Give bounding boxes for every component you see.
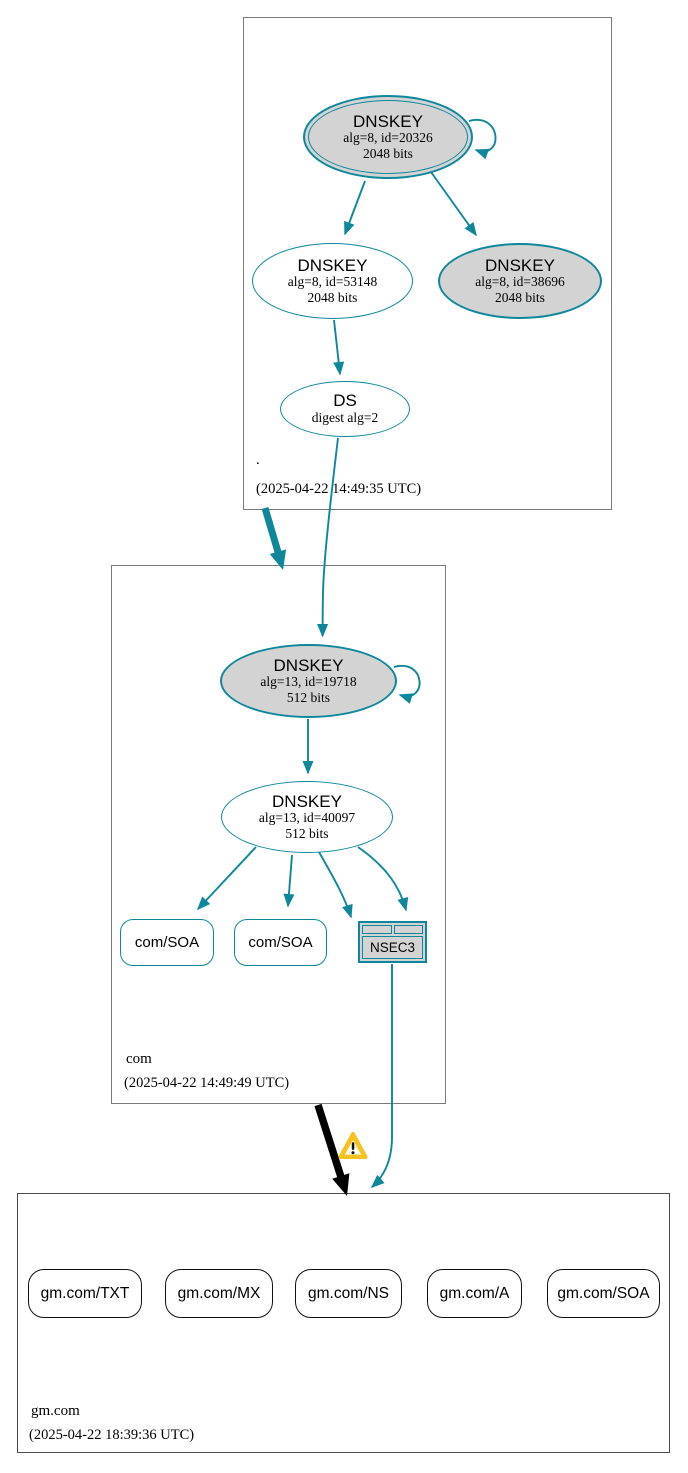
zone-box-gm-com xyxy=(17,1193,670,1453)
dnskey-title: DNSKEY xyxy=(273,655,344,675)
nsec3-header-row xyxy=(362,925,423,934)
nsec3-cell xyxy=(393,925,423,934)
zone-timestamp-com: (2025-04-22 14:49:49 UTC) xyxy=(124,1075,290,1091)
dnskey-title: DNSKEY xyxy=(272,791,342,811)
dnskey-bits: 512 bits xyxy=(286,689,331,705)
warning-icon[interactable] xyxy=(338,1132,368,1159)
gm-com-txt-rrset[interactable]: gm.com/TXT xyxy=(28,1269,142,1318)
gm-com-soa-rrset[interactable]: gm.com/SOA xyxy=(547,1269,660,1318)
gm-com-a-rrset[interactable]: gm.com/A xyxy=(427,1269,522,1318)
ds-node[interactable]: DS digest alg=2 xyxy=(280,381,410,437)
zone-timestamp-root: (2025-04-22 14:49:35 UTC) xyxy=(256,481,422,497)
edge-com-to-gm-delegation xyxy=(314,1103,350,1196)
ds-detail: digest alg=2 xyxy=(311,410,379,426)
dnskey-bits: 2048 bits xyxy=(363,145,413,161)
dnskey-bits: 2048 bits xyxy=(307,289,358,305)
com-soa-rrset-1[interactable]: com/SOA xyxy=(120,919,214,966)
zone-name-root: . xyxy=(256,452,260,468)
ds-title: DS xyxy=(333,391,357,411)
gm-com-mx-rrset[interactable]: gm.com/MX xyxy=(165,1269,273,1318)
zone-name-gm-com: gm.com xyxy=(31,1403,80,1419)
dnskey-alg: alg=8, id=20326 xyxy=(343,130,433,146)
dnskey-title: DNSKEY xyxy=(353,111,423,131)
dnskey-alg: alg=8, id=38696 xyxy=(475,274,565,290)
com-soa-rrset-2[interactable]: com/SOA xyxy=(234,919,327,966)
nsec3-node[interactable]: NSEC3 xyxy=(358,921,427,963)
nsec3-label: NSEC3 xyxy=(362,936,423,959)
dnskey-bits: 2048 bits xyxy=(495,289,545,305)
gm-com-ns-rrset[interactable]: gm.com/NS xyxy=(295,1269,402,1318)
dnskey-ksk-38696-node[interactable]: DNSKEY alg=8, id=38696 2048 bits xyxy=(438,243,602,319)
dnskey-alg: alg=13, id=40097 xyxy=(258,810,356,826)
dnskey-zsk-53148-node[interactable]: DNSKEY alg=8, id=53148 2048 bits xyxy=(252,243,413,319)
dnskey-ksk-20326-node[interactable]: DNSKEY alg=8, id=20326 2048 bits xyxy=(303,95,473,179)
dnskey-bits: 512 bits xyxy=(285,825,329,841)
zone-box-root xyxy=(243,17,612,510)
nsec3-cell xyxy=(362,925,392,934)
zone-name-com: com xyxy=(126,1051,152,1067)
zone-timestamp-gm-com: (2025-04-22 18:39:36 UTC) xyxy=(29,1427,195,1443)
dnskey-alg: alg=8, id=53148 xyxy=(287,274,378,290)
dnskey-title: DNSKEY xyxy=(485,255,555,275)
dnskey-title: DNSKEY xyxy=(297,255,368,275)
dnskey-zsk-40097-node[interactable]: DNSKEY alg=13, id=40097 512 bits xyxy=(221,781,393,853)
edge-root-to-com-delegation xyxy=(261,507,287,570)
dnskey-alg: alg=13, id=19718 xyxy=(260,674,357,690)
dnskey-ksk-19718-node[interactable]: DNSKEY alg=13, id=19718 512 bits xyxy=(220,644,397,718)
